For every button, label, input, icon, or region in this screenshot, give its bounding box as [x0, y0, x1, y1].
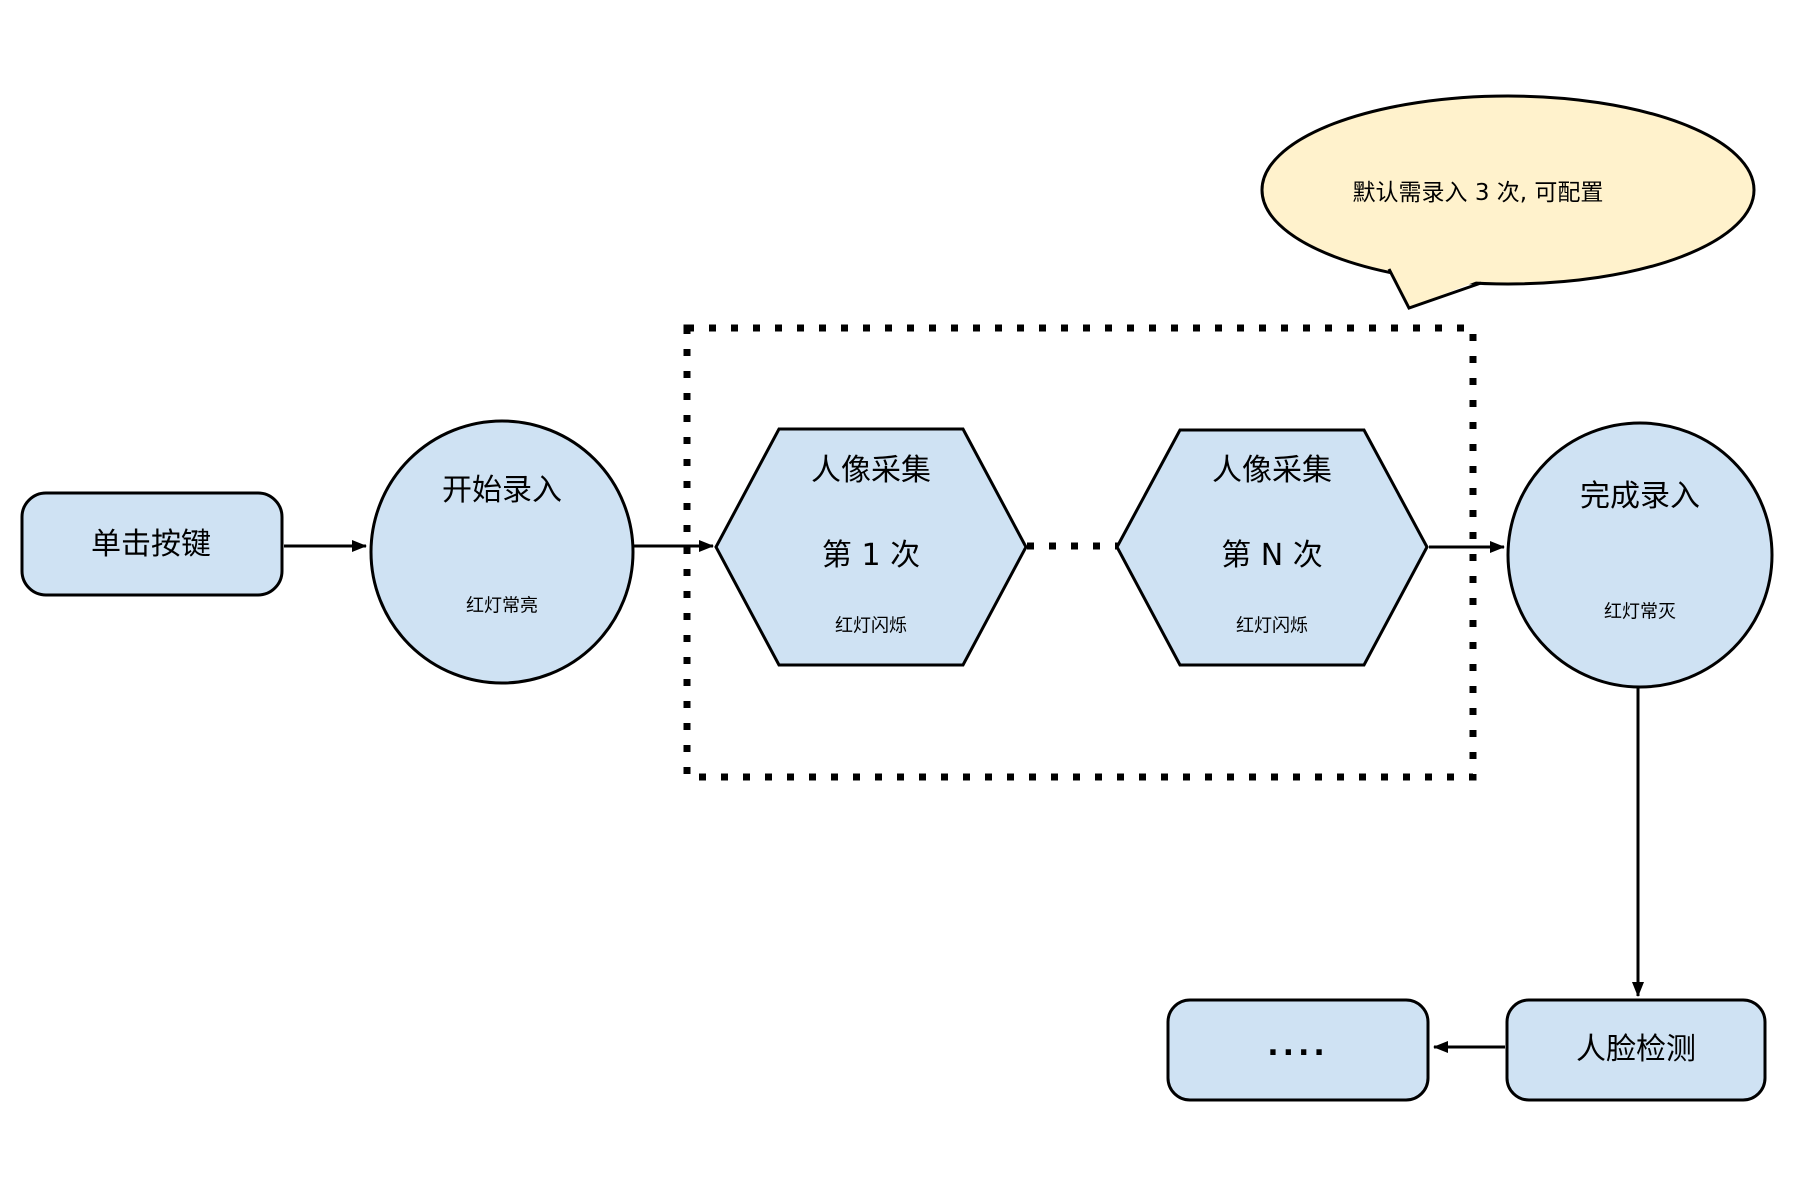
loop-dotted-frame	[683, 324, 1477, 781]
capture-n-subtitle: 红灯闪烁	[1236, 615, 1308, 637]
callout-tail-fill	[1384, 260, 1490, 308]
capture-n-hexagon	[1115, 428, 1429, 667]
capture-1-line2: 第 1 次	[821, 537, 921, 573]
more-steps-label: ....	[1267, 1027, 1329, 1063]
capture-n-line1: 人像采集	[1212, 452, 1332, 488]
finish-entry-circle	[1506, 421, 1774, 689]
start-entry-subtitle: 红灯常亮	[466, 595, 538, 617]
click-button-label: 单击按键	[91, 526, 211, 562]
face-detection-node	[1505, 998, 1767, 1102]
capture-n-line2: 第 N 次	[1221, 537, 1323, 573]
callout-text: 默认需录入 3 次, 可配置	[1352, 179, 1604, 206]
face-detection-label: 人脸检测	[1576, 1031, 1696, 1067]
finish-entry-subtitle: 红灯常灭	[1604, 601, 1676, 623]
capture-1-line1: 人像采集	[811, 452, 931, 488]
capture-1-hexagon	[714, 427, 1028, 667]
start-entry-circle	[369, 419, 635, 685]
more-steps-node	[1166, 998, 1430, 1102]
callout-tail	[1387, 268, 1482, 310]
start-entry-title: 开始录入	[442, 472, 562, 508]
click-button-node	[20, 491, 284, 597]
callout-bubble	[1260, 94, 1756, 286]
capture-1-subtitle: 红灯闪烁	[835, 615, 907, 637]
finish-entry-title: 完成录入	[1580, 478, 1700, 514]
